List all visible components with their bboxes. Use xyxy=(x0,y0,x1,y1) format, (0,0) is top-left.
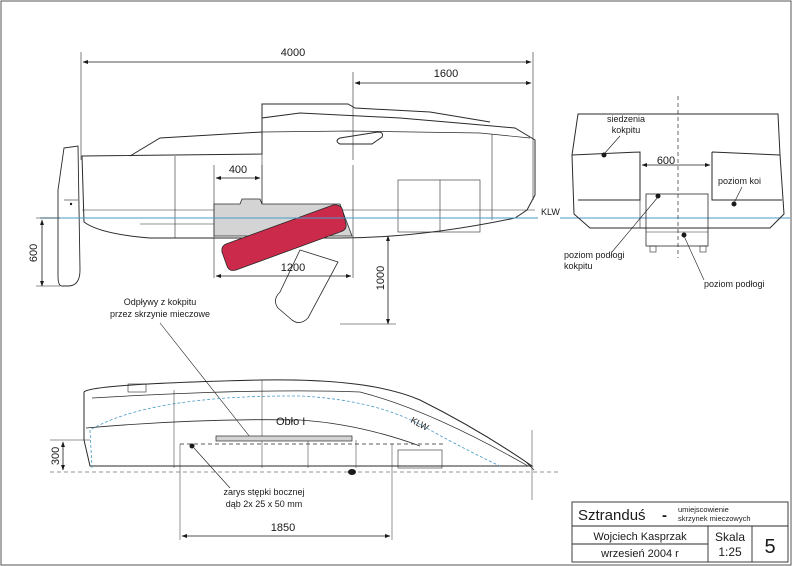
seat-left xyxy=(571,151,641,201)
section-hull xyxy=(571,113,785,229)
berth-level-marker xyxy=(731,201,737,207)
drains-label-line1: Odpływy z kokpitu xyxy=(124,297,197,307)
seat-right xyxy=(711,151,782,201)
cockpit-floor-box xyxy=(645,193,709,247)
seats-label-line2: kokpitu xyxy=(612,125,641,135)
drains-label-line2: przez skrzynie mieczowe xyxy=(110,309,210,319)
dimension-lines xyxy=(36,60,532,325)
dim-box-offset: 400 xyxy=(229,164,247,176)
scale-label: Skala xyxy=(715,530,745,544)
title-dash: - xyxy=(662,507,667,524)
dim-box-length: 1200 xyxy=(281,262,305,274)
seats-marker xyxy=(601,152,607,158)
keel-label-line1: zarys stępki bocznej xyxy=(223,487,304,497)
floor-level-label: poziom podłogi xyxy=(704,279,765,289)
waterline-label: KLW xyxy=(541,207,560,217)
drains-leader xyxy=(159,322,251,438)
cabin-window xyxy=(336,131,383,145)
keel-marker xyxy=(189,443,195,449)
dim-seat-gap: 600 xyxy=(657,155,675,167)
side-elevation-view xyxy=(57,52,536,323)
cockpit-floor-marker xyxy=(655,193,661,199)
dim-plan-depth: 300 xyxy=(50,447,62,465)
rudder xyxy=(57,145,81,287)
title-subtitle-line2: skrzynek mieczowych xyxy=(678,514,751,523)
hull-profile xyxy=(81,112,536,239)
plan-view xyxy=(50,379,558,540)
cockpit-floor-label-line2: kokpitu xyxy=(564,261,593,271)
berth-level-label: poziom koi xyxy=(718,176,761,186)
dim-aft-section: 1600 xyxy=(434,68,458,80)
keel-label-line2: dąb 2x 25 x 50 mm xyxy=(226,499,303,509)
plan-deck-outline xyxy=(83,379,534,467)
sheet-number: 5 xyxy=(764,536,775,558)
keel-blade xyxy=(275,249,339,323)
title-author: Wojciech Kasprzak xyxy=(593,531,687,543)
plan-waterline-label: KLW xyxy=(409,415,431,433)
plan-waterline xyxy=(89,395,501,469)
dim-plan-length: 1850 xyxy=(271,522,295,534)
floor-level-marker xyxy=(681,232,687,238)
hull-curve-label: Obło I xyxy=(276,416,305,428)
centreboard xyxy=(221,204,347,271)
dim-overall-length: 4000 xyxy=(281,47,305,59)
scale-value: 1:25 xyxy=(718,545,742,559)
cockpit-floor-label-line1: poziom podłogi xyxy=(564,250,625,260)
dim-draft: 1000 xyxy=(375,266,387,290)
plan-centreboard-slot xyxy=(215,435,353,442)
title-block xyxy=(571,501,789,563)
title-date: wrzesień 2004 r xyxy=(600,548,679,560)
title-subtitle-line1: umiejscowienie xyxy=(678,505,729,514)
dim-rudder-depth: 600 xyxy=(28,244,40,262)
fitting-marker xyxy=(348,469,356,475)
cabin-top xyxy=(261,103,491,123)
seats-label-line1: siedzenia xyxy=(607,114,645,124)
title-name: Sztranduś xyxy=(578,507,646,524)
